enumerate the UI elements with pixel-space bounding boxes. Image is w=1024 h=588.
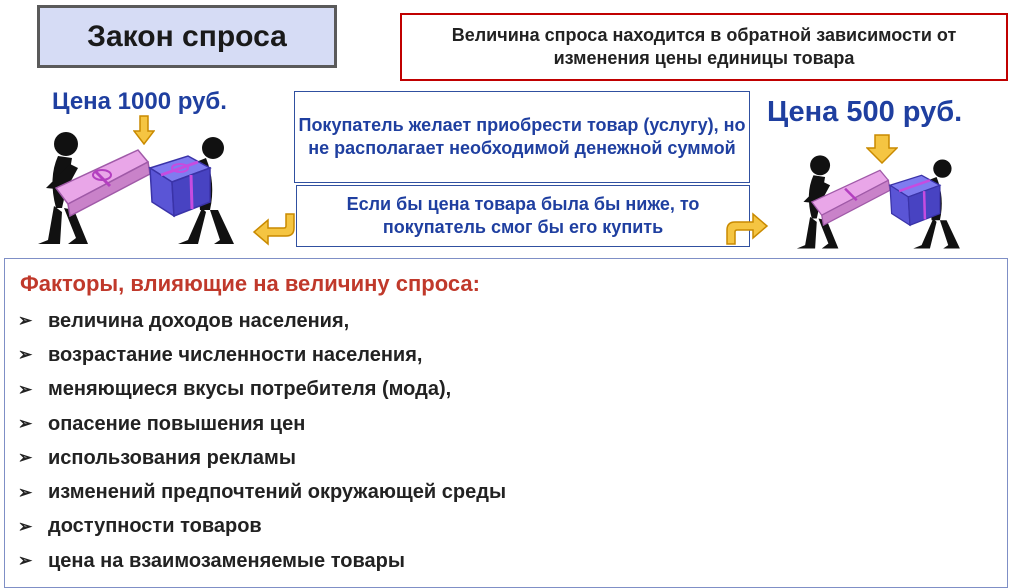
factors-list: ➢ величина доходов населения, ➢ возрастани… <box>18 304 506 578</box>
factor-text: меняющиеся вкусы потребителя (мода), <box>48 378 452 401</box>
bullet-arrow-icon: ➢ <box>18 379 33 399</box>
bullet-arrow-icon: ➢ <box>18 482 33 502</box>
factor-text: величина доходов населения, <box>48 309 350 332</box>
arrow-right-icon <box>726 212 769 245</box>
list-item: ➢ доступности товаров <box>18 510 506 544</box>
bullet-arrow-icon: ➢ <box>18 311 33 331</box>
arrow-down-icon <box>866 134 898 164</box>
list-item: ➢ изменений предпочтений окружающей среды <box>18 475 506 509</box>
factor-text: изменений предпочтений окружающей среды <box>48 481 507 504</box>
bullet-arrow-icon: ➢ <box>18 448 33 468</box>
figure-blue-gift-icon <box>796 155 960 249</box>
list-item: ➢ использования рекламы <box>18 441 506 475</box>
factor-text: доступности товаров <box>48 515 262 538</box>
definition-box: Величина спроса находится в обратной зав… <box>400 13 1008 81</box>
factor-text: опасение повышения цен <box>48 412 306 435</box>
bullet-arrow-icon: ➢ <box>18 516 33 536</box>
list-item: ➢ опасение повышения цен <box>18 407 506 441</box>
arrow-down-icon <box>133 115 155 145</box>
figure-pink-gift-icon <box>38 132 234 244</box>
factor-text: цена на взаимозаменяемые товары <box>48 549 405 572</box>
list-item: ➢ цена на взаимозаменяемые товары <box>18 544 506 578</box>
title-box: Закон спроса <box>37 5 337 68</box>
factor-text: использования рекламы <box>48 446 296 469</box>
factor-text: возрастание численности населения, <box>48 343 423 366</box>
arrow-left-icon <box>252 213 295 246</box>
list-item: ➢ меняющиеся вкусы потребителя (мода), <box>18 373 506 407</box>
buyer-note-box: Покупатель желает приобрести товар (услу… <box>294 91 750 183</box>
slide-title: Закон спроса <box>87 19 287 53</box>
price-high-label: Цена 1000 руб. <box>52 88 227 115</box>
bullet-arrow-icon: ➢ <box>18 551 33 571</box>
list-item: ➢ величина доходов населения, <box>18 304 506 338</box>
bullet-arrow-icon: ➢ <box>18 414 33 434</box>
bullet-arrow-icon: ➢ <box>18 345 33 365</box>
price-low-label: Цена 500 руб. <box>767 96 963 128</box>
condition-note-box: Если бы цена товара была бы ниже, то пок… <box>296 185 750 247</box>
list-item: ➢ возрастание численности населения, <box>18 338 506 372</box>
factors-heading: Факторы, влияющие на величину спроса: <box>20 271 480 296</box>
